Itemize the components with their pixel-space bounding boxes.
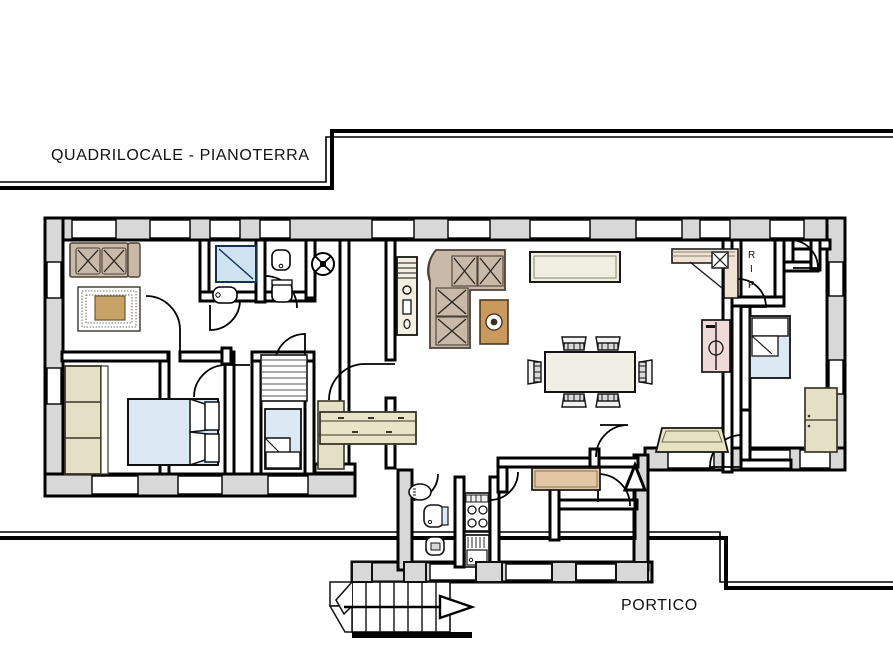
wall-rip-bottom [730,295,786,308]
door-bath-nw [209,299,241,331]
wall-bedroom-w-east [223,350,236,476]
door-rip [737,278,767,308]
ripostiglio-label: R I P [748,250,755,291]
rug-living [77,286,141,332]
bed-single-east [749,315,791,379]
bath-sink-north [212,286,238,304]
chair-top-right [595,336,621,351]
bath-shower-north [215,245,257,283]
rip-letter-i: I [750,264,753,275]
wall-stub-a [220,346,233,366]
chair-top-left [561,336,587,351]
bath-wc-north [271,279,293,303]
door-kitchen [489,471,519,501]
wall-salone-west-upper [384,238,397,362]
bath-wc-south [423,504,449,528]
wall-bath-nw [198,238,211,300]
wall-kitchen-west [453,475,466,569]
rip-letter-p: P [748,280,755,291]
portico-label: PORTICO [621,597,698,614]
dining-chairs [527,336,653,408]
door-living-bedroom [145,295,181,360]
exterior-wall-annex-west [396,468,414,572]
bed-double-west [127,397,220,467]
sideboard-long [319,411,417,445]
bath-bidet-south [425,536,445,556]
counter-top-salone [529,251,621,283]
entry-slab [351,561,649,583]
dining-table [544,351,636,393]
wardrobe-pink-east [701,319,731,373]
bath-bidet-north [271,249,291,271]
staircase-entry [328,581,476,638]
wall-bedroom-w-top [60,350,170,363]
chair-bottom-right [595,393,621,408]
door-salone-south [595,424,629,458]
staircase-main [260,354,308,402]
door-bedroom-west [193,364,250,398]
chair-right [638,359,653,385]
wall-room-center-w [250,350,263,476]
wardrobe-west [64,365,109,475]
north-arrow [622,460,648,540]
bath-sink-south [408,483,432,501]
wall-stub-b [588,447,601,469]
chimney-symbol [311,252,335,276]
coffee-table-salone [479,299,509,345]
kitchen-stove [464,492,490,532]
rip-letter-r: R [748,250,755,261]
corner-desk-east [671,248,739,299]
sectional-sofa-salone [427,249,506,349]
exterior-wall-west [43,216,65,498]
door-niche [789,239,819,269]
bed-single-center [264,408,302,470]
door-salone-corridor [328,363,395,401]
sheet-border [0,129,893,590]
plan-title: QUADRILOCALE - PIANOTERRA [51,147,310,164]
chest-disimpegno [531,467,601,491]
chair-left [527,359,542,385]
wardrobe-east [804,387,838,453]
tall-cabinet-salone [396,256,418,336]
wall-eastroom-w [739,304,752,418]
chair-bottom-left [561,393,587,408]
wall-eastroom-bottom [739,458,793,471]
wall-disimpegno-top [496,456,640,469]
sofa-2seat-living [69,242,141,278]
bench-salone-south [654,427,730,453]
